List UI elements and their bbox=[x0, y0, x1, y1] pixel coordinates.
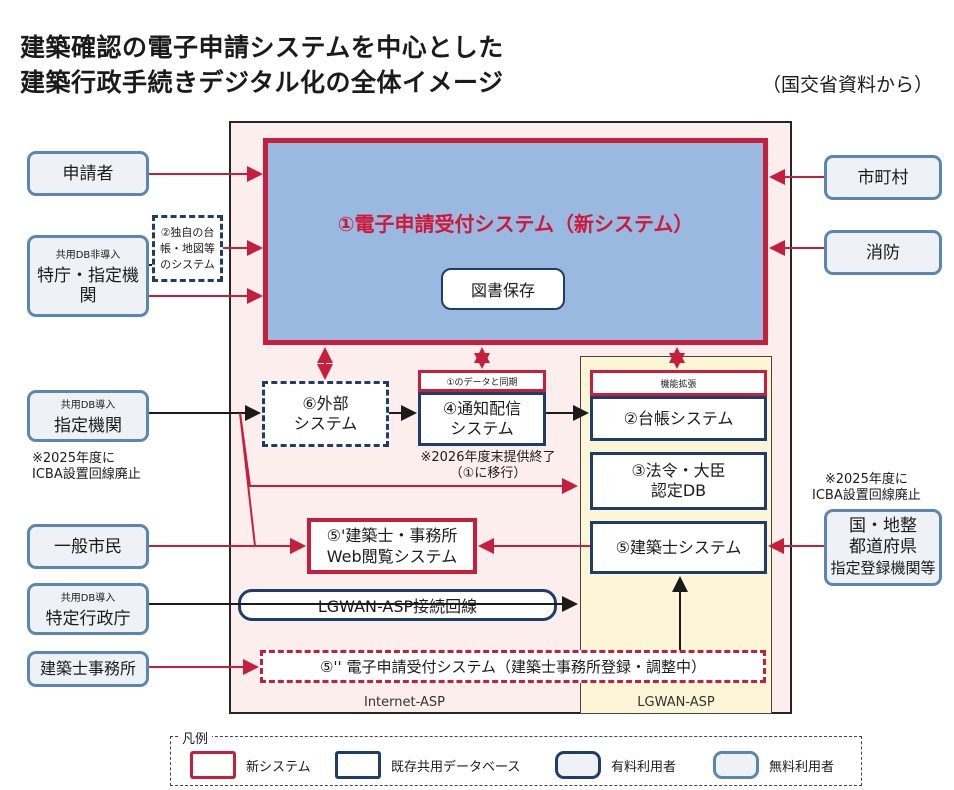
actor-shitei-note: 共用DB導入 bbox=[60, 400, 116, 411]
legend-item-new: 新システム bbox=[190, 751, 311, 779]
actor-national: 国・地整 都道府県 指定登録機関等 bbox=[824, 509, 942, 586]
lgwan-connection-label: LGWAN-ASP接続回線 bbox=[317, 597, 478, 616]
actor-national-line-1: 国・地整 bbox=[849, 516, 917, 536]
law-db-line-2: 認定DB bbox=[650, 481, 707, 500]
title-line-2: 建築行政手続きデジタル化の全体イメージ bbox=[20, 68, 504, 97]
architect-system: ⑤建築士システム bbox=[590, 521, 767, 574]
actor-shitei: 共用DB導入 指定機関 bbox=[27, 390, 149, 442]
legend-label-free: 無料利用者 bbox=[769, 759, 835, 775]
actor-fire: 消防 bbox=[824, 230, 942, 275]
actor-tokutei-note: 共用DB導入 bbox=[60, 593, 116, 604]
diagram-title: 建築確認の電子申請システムを中心とした 建築行政手続きデジタル化の全体イメージ bbox=[20, 30, 504, 100]
actor-tokucho-note: 共用DB非導入 bbox=[55, 250, 121, 261]
web-system-line-2: Web閲覧システム bbox=[326, 547, 458, 566]
left-note: ※2025年度に ICBA設置回線廃止 bbox=[32, 451, 141, 483]
actor-fire-label: 消防 bbox=[866, 242, 900, 263]
own-system-line-1: ②独自の台 bbox=[160, 225, 215, 239]
main-application-system bbox=[263, 138, 768, 345]
legend-box bbox=[170, 736, 862, 786]
actor-citizen: 一般市民 bbox=[27, 524, 149, 569]
left-note-line-1: ※2025年度に bbox=[32, 451, 115, 466]
own-system-line-3: のシステム bbox=[160, 257, 215, 271]
actor-national-line-3: 指定登録機関等 bbox=[830, 559, 936, 577]
legend-label-existing: 既存共用データベース bbox=[391, 759, 521, 775]
actor-national-line-2: 都道府県 bbox=[849, 537, 917, 557]
actor-office-label: 建築士事務所 bbox=[39, 659, 136, 678]
extension-tag-label: 機能拡張 bbox=[660, 379, 697, 390]
ledger-system-label: ②台帳システム bbox=[623, 408, 734, 428]
actor-applicant-label: 申請者 bbox=[62, 163, 114, 184]
notify-note-line-2: （①に移行） bbox=[449, 466, 527, 481]
legend-swatch-existing bbox=[335, 751, 381, 779]
actor-applicant: 申請者 bbox=[27, 151, 149, 196]
actor-tokucho: 共用DB非導入 特庁・指定機関 bbox=[27, 235, 149, 317]
law-db-line-1: ③法令・大臣 bbox=[631, 461, 726, 480]
document-storage-label: 図書保存 bbox=[470, 281, 535, 300]
sync-tag-label: ①のデータと同期 bbox=[446, 377, 518, 388]
lgwan-asp-label: LGWAN-ASP bbox=[637, 695, 715, 710]
law-certification-db: ③法令・大臣 認定DB bbox=[590, 452, 767, 510]
actor-tokutei: 共用DB導入 特定行政庁 bbox=[27, 583, 149, 635]
right-note-line-1: ※2025年度に bbox=[824, 472, 908, 487]
legend-title: 凡例 bbox=[178, 728, 213, 747]
legend-item-paid: 有料利用者 bbox=[555, 751, 676, 779]
legend-item-free: 無料利用者 bbox=[713, 751, 834, 779]
legend-item-existing: 既存共用データベース bbox=[335, 751, 520, 779]
architect-system-label: ⑤建築士システム bbox=[615, 537, 742, 557]
own-ledger-system: ②独自の台 帳・地図等 のシステム bbox=[152, 215, 223, 282]
legend-swatch-new bbox=[190, 751, 236, 779]
arrow-shitei-lgwan bbox=[239, 412, 578, 494]
office-registration-system: ⑤'' 電子申請受付システム（建築士事務所登録・調整中） bbox=[260, 650, 766, 683]
notification-system: ④通知配信 システム bbox=[418, 392, 546, 446]
actor-tokutei-label: 特定行政庁 bbox=[45, 609, 131, 629]
notify-note-line-1: ※2026年度末提供終了 bbox=[420, 450, 556, 465]
right-note: ※2025年度に ICBA設置回線廃止 bbox=[812, 472, 921, 504]
actor-citizen-label: 一般市民 bbox=[54, 536, 122, 557]
internet-asp-label: Internet-ASP bbox=[363, 695, 445, 710]
own-system-line-2: 帳・地図等 bbox=[160, 241, 215, 255]
actor-shitei-label: 指定機関 bbox=[54, 416, 122, 436]
notify-note: ※2026年度末提供終了 （①に移行） bbox=[398, 450, 578, 482]
notification-system-line-1: ④通知配信 bbox=[442, 399, 522, 418]
source-note: （国交省資料から） bbox=[762, 74, 934, 96]
notification-system-line-2: システム bbox=[450, 419, 514, 438]
right-note-line-2: ICBA設置回線廃止 bbox=[812, 488, 921, 503]
sync-tag: ①のデータと同期 bbox=[418, 370, 546, 392]
actor-city: 市町村 bbox=[824, 155, 942, 200]
legend-label-paid: 有料利用者 bbox=[611, 759, 677, 775]
external-system: ⑥外部 システム bbox=[262, 381, 389, 447]
external-system-line-1: ⑥外部 bbox=[302, 394, 349, 413]
legend-swatch-paid bbox=[555, 751, 601, 779]
legend-label-new: 新システム bbox=[246, 759, 311, 775]
actor-tokucho-label: 特庁・指定機関 bbox=[37, 266, 139, 306]
office-registration-label: ⑤'' 電子申請受付システム（建築士事務所登録・調整中） bbox=[319, 658, 706, 676]
left-note-line-2: ICBA設置回線廃止 bbox=[32, 467, 141, 482]
legend-swatch-free bbox=[713, 751, 759, 779]
document-storage: 図書保存 bbox=[441, 268, 565, 310]
external-system-line-2: システム bbox=[293, 414, 358, 433]
extension-tag: 機能拡張 bbox=[590, 370, 767, 396]
main-system-label: ①電子申請受付システム（新システム） bbox=[337, 212, 694, 236]
actor-office: 建築士事務所 bbox=[27, 651, 149, 687]
ledger-system: ②台帳システム bbox=[590, 396, 767, 441]
architect-web-system: ⑤'建築士・事務所 Web閲覧システム bbox=[307, 518, 477, 574]
web-system-line-1: ⑤'建築士・事務所 bbox=[326, 526, 458, 545]
actor-city-label: 市町村 bbox=[857, 167, 909, 188]
title-line-1: 建築確認の電子申請システムを中心とした bbox=[20, 33, 504, 62]
